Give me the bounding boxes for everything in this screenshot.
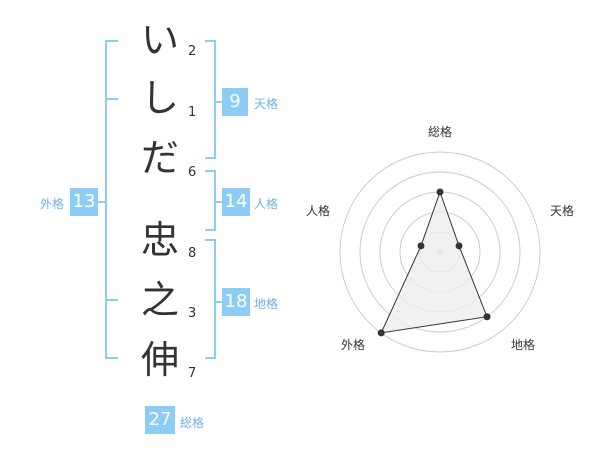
name-char-4: 忠 <box>140 218 179 262</box>
name-char-5: 之 <box>140 278 179 322</box>
tenkaku-bracket <box>205 40 216 159</box>
stroke-count-1: 2 <box>188 44 197 59</box>
radar-label-gaikaku: 外格 <box>341 338 366 352</box>
radar-grid-ring <box>359 171 521 333</box>
chikaku-label: 地格 <box>254 297 279 311</box>
radar-points <box>377 188 491 337</box>
jinkaku-bracket <box>205 170 216 231</box>
stroke-count-4: 8 <box>188 246 197 261</box>
stroke-count-5: 3 <box>188 306 197 321</box>
tenkaku-label: 天格 <box>254 97 279 111</box>
radar-label-chikaku: 地格 <box>511 338 536 352</box>
name-char-6: 伸 <box>140 338 179 382</box>
radar-grid-ring <box>339 151 541 353</box>
gaikaku-value-badge: 13 <box>70 188 98 216</box>
chikaku-bracket <box>205 239 216 359</box>
radar-point-soukaku <box>436 188 444 196</box>
name-char-1: い <box>140 18 179 62</box>
radar-point-chikaku <box>483 313 491 321</box>
radar-label-jinkaku: 人格 <box>306 204 331 218</box>
tenkaku-value-badge: 9 <box>222 88 248 116</box>
jinkaku-value-badge: 14 <box>222 188 250 216</box>
stroke-count-6: 7 <box>188 366 197 381</box>
gaikaku-bracket <box>105 40 118 359</box>
radar-label-soukaku: 総格 <box>428 125 453 139</box>
radar-point-jinkaku <box>417 242 425 250</box>
name-char-2: し <box>140 76 179 120</box>
radar-point-gaikaku <box>377 329 385 337</box>
soukaku-value-badge: 27 <box>145 406 175 434</box>
soukaku-label: 総格 <box>180 416 205 430</box>
radar-point-tenkaku <box>455 242 463 250</box>
chikaku-value-badge: 18 <box>222 288 250 316</box>
gaikaku-label: 外格 <box>40 197 65 211</box>
radar-label-tenkaku: 天格 <box>550 204 575 218</box>
stroke-count-3: 6 <box>188 165 197 180</box>
stroke-count-2: 1 <box>188 105 197 120</box>
name-char-3: だ <box>140 136 179 180</box>
jinkaku-label: 人格 <box>254 197 279 211</box>
radar-shape <box>380 190 488 334</box>
